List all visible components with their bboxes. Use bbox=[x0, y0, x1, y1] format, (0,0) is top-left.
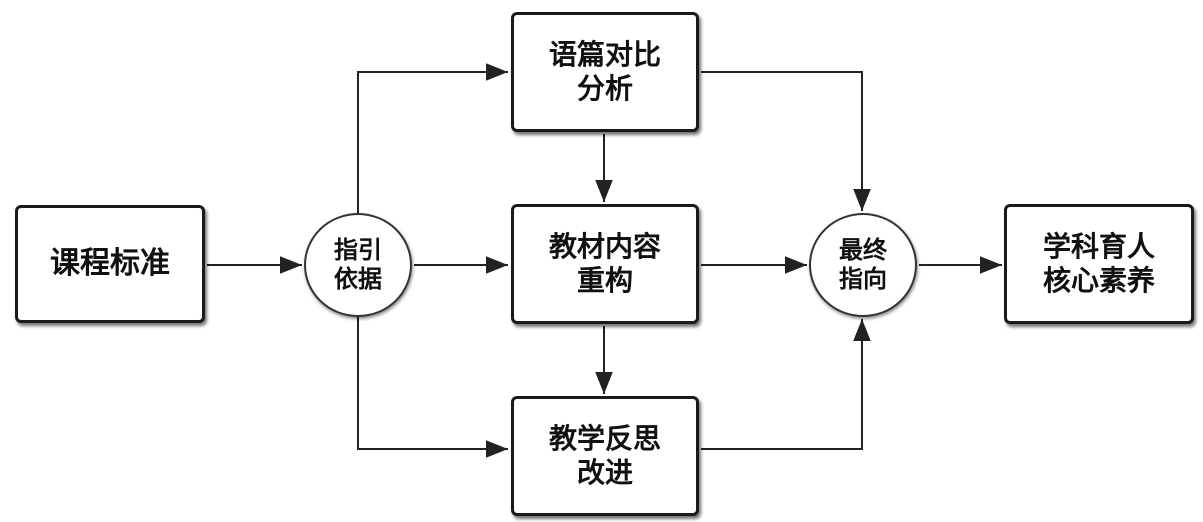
edge-guide-to-reflect bbox=[357, 317, 508, 458]
node-label-line: 改进 bbox=[576, 456, 633, 489]
node-label-line: 课程标准 bbox=[50, 246, 170, 281]
edge-guide-to-compare bbox=[357, 63, 508, 213]
node-label-line: 分析 bbox=[576, 72, 633, 105]
node-label-line: 语篇对比 bbox=[548, 38, 661, 72]
node-ultimate-goal: 最终 指向 bbox=[809, 213, 917, 317]
edge-compare-to-goal bbox=[701, 71, 871, 211]
node-label-line: 指引 bbox=[334, 236, 382, 265]
node-label-line: 教学反思 bbox=[548, 422, 661, 456]
node-guidance-basis: 指引 依据 bbox=[304, 213, 412, 317]
node-label-line: 重构 bbox=[576, 264, 633, 297]
node-label-line: 最终 bbox=[839, 236, 887, 265]
node-label-line: 核心素养 bbox=[1042, 264, 1155, 297]
node-label-line: 指向 bbox=[839, 265, 887, 293]
node-teaching-reflection: 教学反思 改进 bbox=[511, 396, 699, 516]
node-curriculum-standard: 课程标准 bbox=[15, 205, 205, 323]
edge-reflect-to-goal bbox=[701, 319, 871, 450]
node-label-line: 教材内容 bbox=[548, 230, 661, 264]
node-text-comparison: 语篇对比 分析 bbox=[511, 12, 699, 132]
node-content-restructure: 教材内容 重构 bbox=[511, 204, 699, 324]
node-label-line: 学科育人 bbox=[1042, 230, 1155, 264]
node-label-line: 依据 bbox=[334, 265, 382, 293]
node-core-literacy: 学科育人 核心素养 bbox=[1004, 204, 1194, 324]
